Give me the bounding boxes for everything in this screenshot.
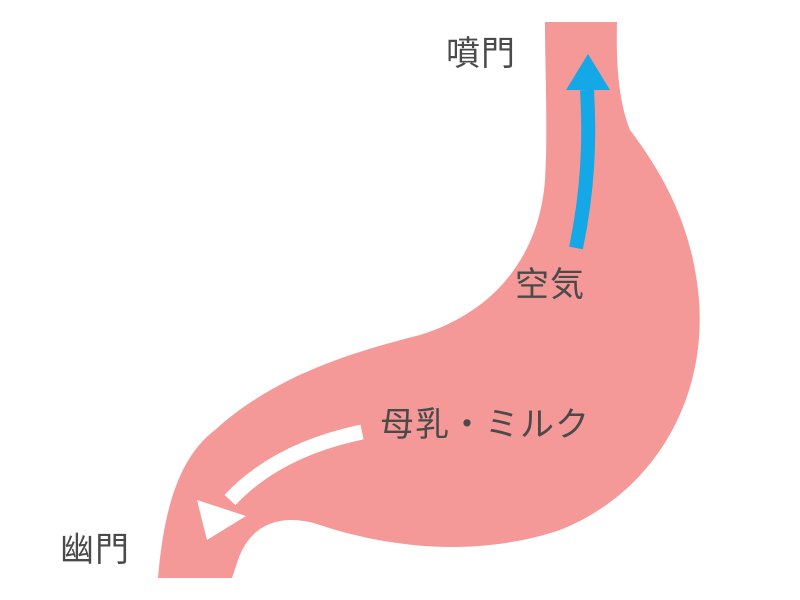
- milk-arrow-shaft: [224, 424, 364, 506]
- air-arrow-head: [566, 54, 610, 90]
- label-milk: 母乳・ミルク: [380, 405, 590, 445]
- label-air: 空気: [515, 265, 585, 305]
- label-cardia: 噴門: [446, 34, 516, 74]
- milk-arrow-head: [197, 500, 246, 540]
- air-arrow-shaft: [569, 89, 596, 250]
- stomach-shape: [158, 22, 700, 578]
- label-pylorus: 幽門: [60, 530, 130, 570]
